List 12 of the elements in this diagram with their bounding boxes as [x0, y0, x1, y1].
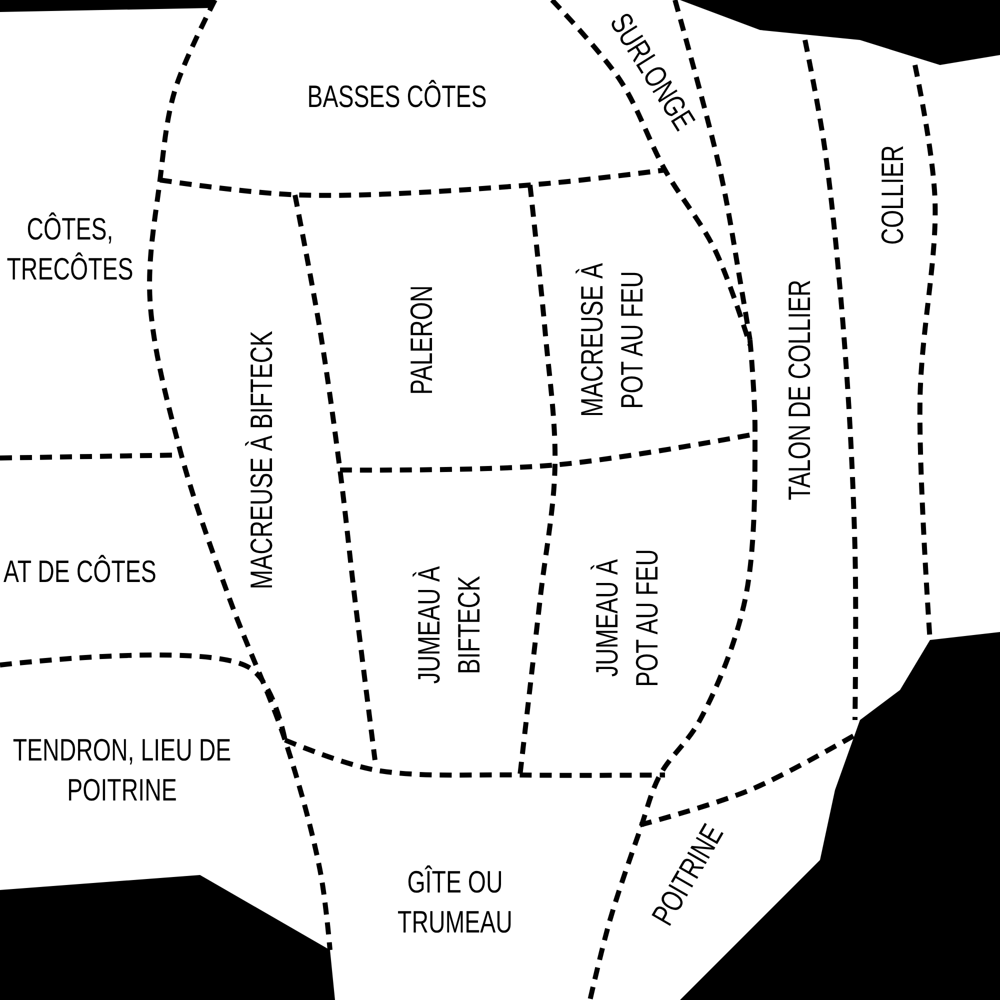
cut-label: MACREUSE À POT AU FEU [572, 252, 654, 428]
cut-label: AT DE CÔTES [0, 552, 165, 592]
cut-label: JUMEAU À POT AU FEU [588, 538, 668, 698]
cut-label: CÔTES, TRECÔTES [2, 210, 138, 290]
cut-label: GÎTE OU TRUMEAU [385, 862, 525, 944]
cut-label: PALERON [402, 265, 442, 415]
cut-label: BASSES CÔTES [267, 76, 527, 118]
cut-label: MACREUSE À BIFTECK [242, 300, 282, 620]
cut-label: TALON DE COLLIER [780, 250, 820, 530]
cut-label: JUMEAU À BIFTECK [410, 555, 490, 695]
cut-label: TENDRON, LIEU DE POITRINE [2, 730, 242, 812]
cut-label: COLLIER [872, 130, 914, 260]
